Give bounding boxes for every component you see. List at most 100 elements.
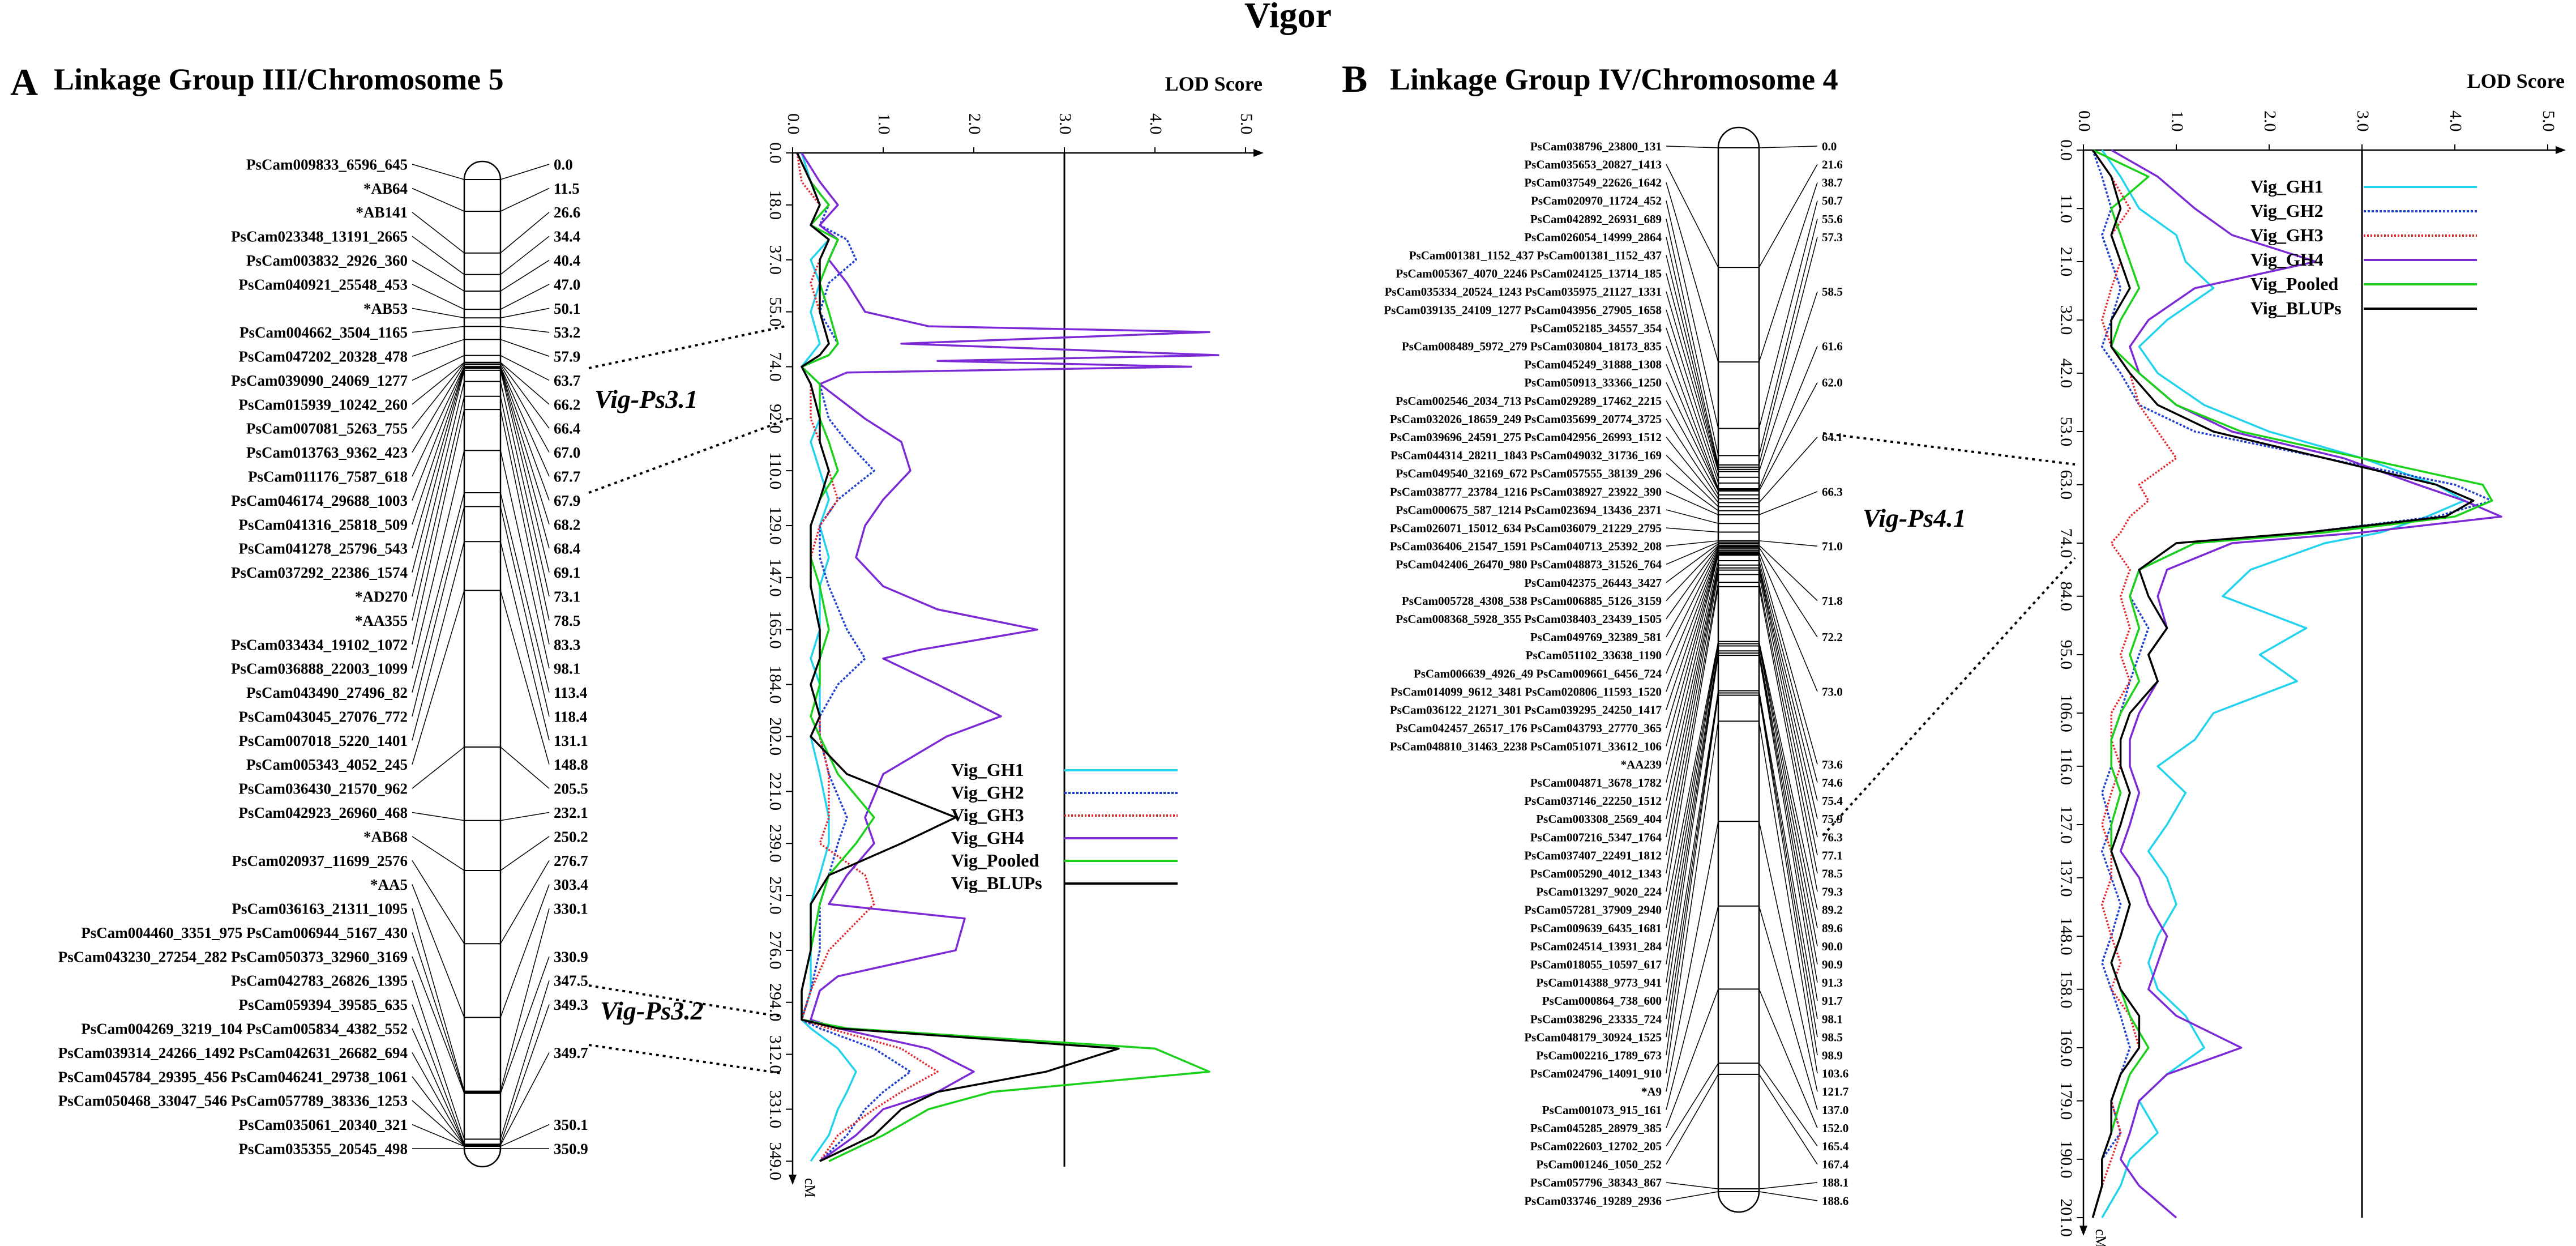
marker-leader-right xyxy=(500,355,550,381)
marker-cm-label: 73.0 xyxy=(1822,685,1843,698)
marker-cm-label: 61.6 xyxy=(1822,339,1843,353)
marker-label: PsCam009833_6596_645 xyxy=(246,156,408,173)
cm-tick-label: 37.0 xyxy=(766,245,785,275)
marker-cm-label: 66.2 xyxy=(554,396,580,413)
marker-label: PsCam042375_26443_3427 xyxy=(1524,576,1662,590)
marker-leader-right xyxy=(500,884,550,1018)
marker-leader-left xyxy=(412,812,465,821)
marker-label: PsCam047202_20328_478 xyxy=(239,348,408,365)
marker-label: *A9 xyxy=(1641,1085,1662,1099)
marker-leader-left xyxy=(1666,1074,1719,1165)
marker-leader-left xyxy=(412,355,465,381)
marker-leader-right xyxy=(500,362,550,429)
marker-leader-right xyxy=(1758,646,1818,946)
marker-label: PsCam004871_3678_1782 xyxy=(1530,776,1662,790)
marker-leader-right xyxy=(500,362,550,405)
marker-leader-left xyxy=(1666,273,1719,470)
marker-leader-left xyxy=(1666,690,1719,1019)
marker-leader-left xyxy=(412,339,465,357)
cm-tick-label: 179.0 xyxy=(2057,1082,2076,1120)
marker-leader-left xyxy=(1666,527,1719,533)
marker-leader-right xyxy=(500,506,550,717)
marker-leader-right xyxy=(1758,693,1818,1038)
marker-label: PsCam005728_4308_538 PsCam006885_5126_31… xyxy=(1402,594,1662,608)
marker-leader-right xyxy=(500,396,550,621)
marker-leader-left xyxy=(1666,653,1719,983)
marker-leader-right xyxy=(500,364,550,453)
marker-label: PsCam052185_34557_354 xyxy=(1530,321,1662,335)
lod-tick-label: 0.0 xyxy=(784,113,803,135)
cm-tick-label: 331.0 xyxy=(766,1090,785,1129)
marker-leader-left xyxy=(1666,437,1719,503)
marker-leader-left xyxy=(412,590,465,765)
marker-leader-left xyxy=(412,212,465,254)
marker-leader-left xyxy=(412,396,465,621)
marker-leader-left xyxy=(1666,552,1719,710)
marker-leader-left xyxy=(412,308,465,319)
panel-b-letter: B xyxy=(1342,57,1367,100)
marker-label: PsCam040921_25548_453 xyxy=(239,276,408,293)
legend-label: Vig_GH1 xyxy=(2250,176,2323,197)
cm-tick-label: 202.0 xyxy=(766,718,785,756)
series-line-vig-blups xyxy=(2091,149,2475,1218)
marker-cm-label: 205.5 xyxy=(554,780,588,797)
marker-leader-left xyxy=(1666,641,1719,910)
marker-leader-left xyxy=(1666,582,1719,874)
marker-label: *AA355 xyxy=(355,612,408,629)
marker-cm-label: 50.1 xyxy=(554,300,580,317)
cm-tick-label: 32.0 xyxy=(2057,305,2076,335)
marker-label: PsCam003308_2569_404 xyxy=(1536,812,1662,826)
marker-leader-right xyxy=(1758,690,1818,1019)
marker-label: PsCam004460_3351_975 PsCam006944_5167_43… xyxy=(81,924,408,941)
marker-label: PsCam033434_19102_1072 xyxy=(231,636,408,653)
marker-leader-right xyxy=(1758,182,1818,362)
marker-cm-label: 75.4 xyxy=(1822,794,1843,808)
marker-label: *AB64 xyxy=(363,180,408,197)
marker-cm-label: 350.1 xyxy=(554,1116,588,1133)
marker-leader-right xyxy=(500,164,550,180)
cm-tick-label: 158.0 xyxy=(2057,970,2076,1009)
cm-tick-label: 221.0 xyxy=(766,773,785,811)
marker-label: PsCam036430_21570_962 xyxy=(239,780,408,797)
marker-leader-left xyxy=(412,259,465,292)
marker-leader-left xyxy=(1666,255,1719,468)
marker-leader-left xyxy=(412,366,465,501)
marker-leader-right xyxy=(500,956,550,1094)
marker-cm-label: 349.7 xyxy=(554,1044,588,1061)
cm-tick-label: 21.0 xyxy=(2057,247,2076,277)
marker-leader-left xyxy=(1666,550,1719,674)
marker-cm-label: 165.4 xyxy=(1822,1140,1849,1153)
marker-leader-left xyxy=(412,1028,465,1145)
marker-cm-label: 53.2 xyxy=(554,324,580,341)
marker-leader-right xyxy=(500,860,550,944)
marker-leader-left xyxy=(412,932,465,1093)
lod-axis-arrow xyxy=(1253,149,1264,157)
marker-label: PsCam039696_24591_275 PsCam042956_26993_… xyxy=(1390,430,1662,444)
marker-leader-left xyxy=(1666,419,1719,499)
cm-axis-arrow xyxy=(789,1175,797,1185)
marker-leader-right xyxy=(1758,1074,1818,1165)
lod-axis-label: LOD Score xyxy=(2467,70,2565,92)
panel-a-title: Linkage Group III/Chromosome 5 xyxy=(54,62,504,96)
lod-tick-label: 0.0 xyxy=(2075,110,2094,132)
cm-tick-label: 11.0 xyxy=(2057,194,2076,223)
marker-leader-left xyxy=(412,956,465,1094)
figure-text-layer: Vigor A Linkage Group III/Chromosome 5 B… xyxy=(10,0,1838,104)
marker-cm-label: 188.1 xyxy=(1822,1176,1848,1189)
marker-leader-left xyxy=(412,164,465,180)
marker-leader-right xyxy=(1758,641,1818,910)
lod-tick-label: 3.0 xyxy=(2354,110,2372,132)
marker-leader-left xyxy=(1666,555,1719,765)
marker-cm-label: 63.7 xyxy=(554,372,580,389)
legend-label: Vig_GH4 xyxy=(2250,249,2323,270)
marker-label: PsCam042783_26826_1395 xyxy=(231,972,408,989)
series-line-vig-blups xyxy=(796,152,1120,1162)
marker-leader-left xyxy=(1666,693,1719,1038)
marker-leader-right xyxy=(500,541,550,741)
marker-label: PsCam057281_37909_2940 xyxy=(1524,903,1662,917)
marker-label: PsCam032026_18659_249 PsCam035699_20774_… xyxy=(1390,412,1662,426)
marker-leader-left xyxy=(412,492,465,693)
marker-cm-label: 90.0 xyxy=(1822,940,1843,953)
marker-label: PsCam048179_30924_1525 xyxy=(1524,1030,1662,1044)
marker-leader-left xyxy=(1666,560,1719,783)
